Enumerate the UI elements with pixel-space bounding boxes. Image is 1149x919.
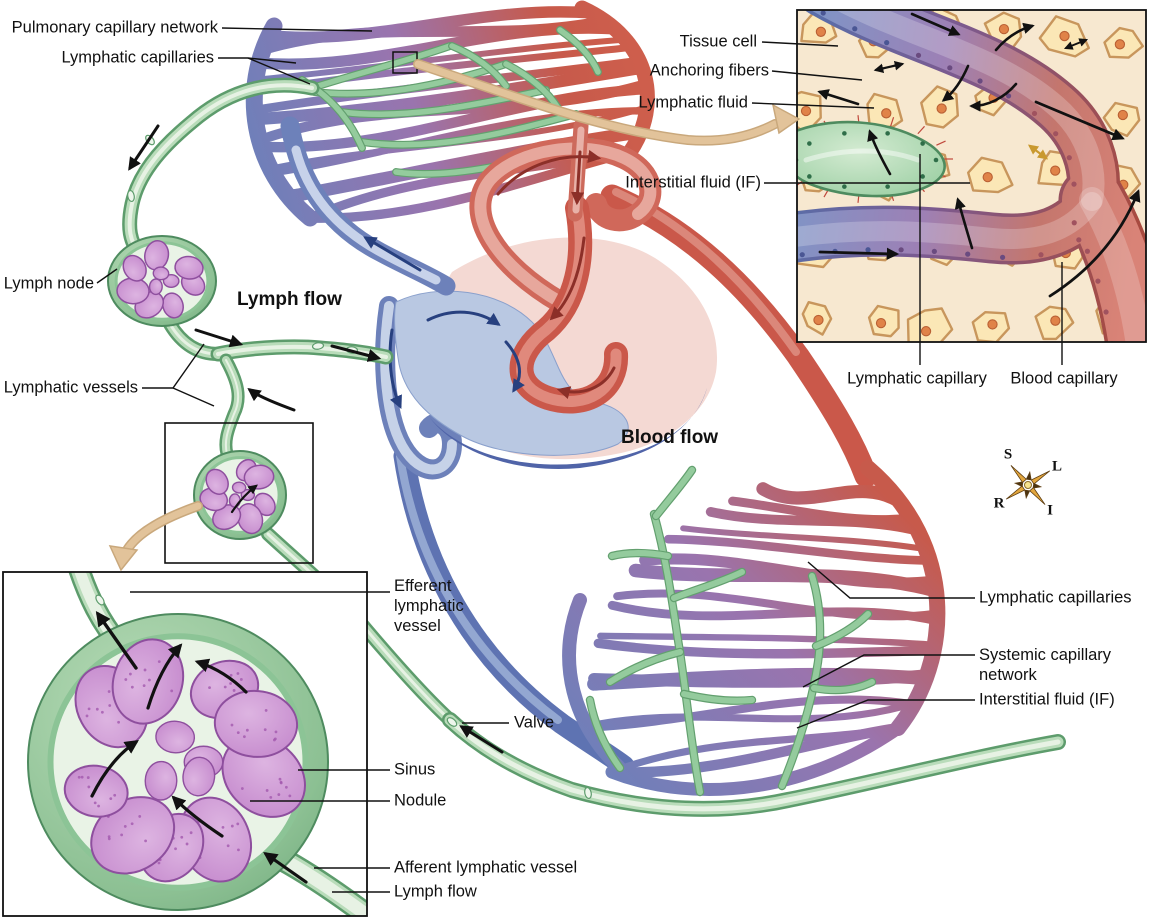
compass-right-letter: R	[993, 495, 1005, 512]
label-lymphatic-capillaries-right: Lymphatic capillaries	[979, 588, 1132, 607]
overlays	[2, 9, 1147, 917]
label-afferent-lymphatic-vessel: Afferent lymphatic vessel	[394, 858, 578, 877]
label-lymphatic-fluid: Lymphatic fluid	[638, 93, 748, 112]
label-lymphatic-capillary: Lymphatic capillary	[847, 369, 987, 388]
label-lymphatic-vessels: Lymphatic vessels	[3, 378, 138, 397]
lymph-node-inset-art	[3, 572, 367, 916]
label-tissue-cell: Tissue cell	[679, 32, 757, 51]
compass-left-letter: L	[1051, 458, 1063, 475]
systemic-capillary-network-art	[562, 460, 946, 797]
magnify-arrow-node	[108, 545, 139, 572]
compass-inferior-letter: I	[1047, 502, 1053, 519]
heart-art	[280, 116, 718, 480]
label-nodule: Nodule	[394, 791, 447, 810]
label-anchoring-fibers: Anchoring fibers	[649, 61, 769, 80]
label-lymphatic-capillaries-top: Lymphatic capillaries	[61, 48, 214, 67]
label-efferent-lymphatic-vessel: Efferent lymphatic vessel	[394, 577, 464, 635]
label-interstitial-fluid-tissue: Interstitial fluid (IF)	[625, 173, 761, 192]
label-lymph-node: Lymph node	[3, 274, 94, 293]
label-valve: Valve	[514, 713, 555, 732]
compass-superior-letter: S	[1003, 446, 1013, 463]
tissue-inset-art	[797, 10, 1146, 342]
label-lymph-flow-main: Lymph flow	[237, 289, 342, 311]
tissue-inset-border	[796, 9, 1147, 343]
compass-rose-icon	[1024, 481, 1032, 489]
label-blood-capillary: Blood capillary	[1010, 369, 1118, 388]
label-sinus: Sinus	[394, 760, 436, 779]
node-inset-border	[2, 571, 368, 917]
label-interstitial-fluid-right: Interstitial fluid (IF)	[979, 690, 1115, 709]
label-blood-flow: Blood flow	[621, 427, 719, 449]
label-systemic-capillary-network: Systemic capillary network	[979, 646, 1112, 684]
label-lymph-flow-bottom: Lymph flow	[394, 882, 477, 901]
zoom-source-box-lymph-node	[164, 422, 314, 564]
magnify-arrow-tissue	[771, 103, 801, 135]
label-pulmonary-capillary-network: Pulmonary capillary network	[11, 18, 218, 37]
